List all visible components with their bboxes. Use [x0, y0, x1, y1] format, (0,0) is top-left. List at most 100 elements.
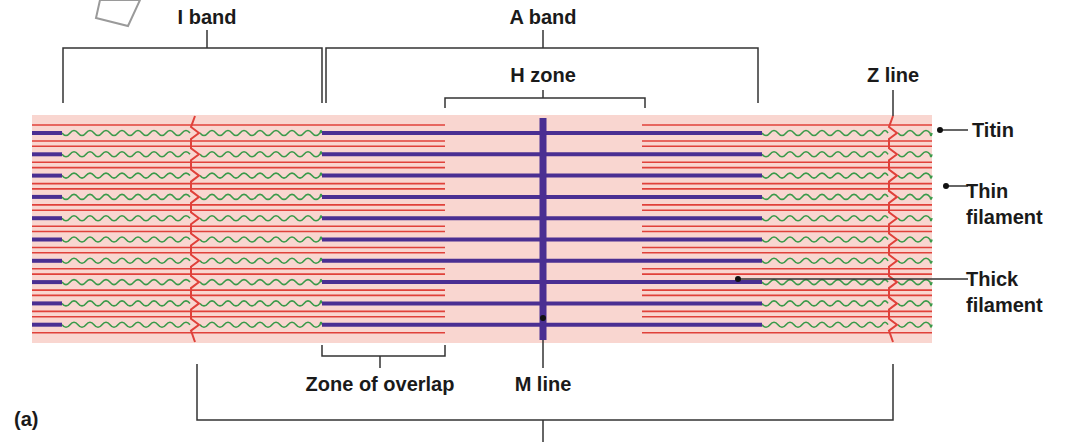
titin [62, 131, 190, 136]
thin-filament [642, 231, 893, 233]
thin-filament [195, 188, 445, 190]
titin [62, 322, 190, 327]
thin-filament [195, 140, 445, 142]
i-band-tick [206, 30, 208, 48]
pointer-shape [96, 0, 140, 26]
thin-filament [893, 273, 932, 275]
titin [898, 280, 932, 285]
titin [898, 237, 932, 242]
thick-filament [32, 216, 62, 220]
titin [62, 280, 190, 285]
leader-dot [943, 183, 949, 189]
part-label: Thick filament [966, 266, 1076, 318]
thin-filament [893, 316, 932, 318]
filaments [32, 116, 932, 342]
leader-dots [540, 127, 949, 321]
sarcomere-bracket [197, 364, 893, 420]
thin-filament [893, 311, 932, 313]
thin-filament [32, 247, 195, 249]
thin-filament [195, 225, 445, 227]
titin [898, 258, 932, 263]
thin-filament [195, 183, 445, 185]
titin [200, 280, 322, 285]
thin-filament [195, 209, 445, 211]
thick-filament [32, 301, 62, 305]
thin-filament [642, 273, 893, 275]
thick-filament [32, 238, 62, 242]
thick-filament [32, 174, 62, 178]
band-label: A band [509, 4, 576, 30]
titin [200, 131, 322, 136]
thin-filament [32, 295, 195, 297]
thick-filament [32, 280, 62, 284]
titin [898, 216, 932, 221]
h-zone-bracket [445, 98, 645, 108]
titin [200, 216, 322, 221]
titin [200, 152, 322, 157]
titin [62, 258, 190, 263]
titin [200, 258, 322, 263]
thin-filament [893, 225, 932, 227]
titin [200, 173, 322, 178]
thin-filament [642, 188, 893, 190]
titin [762, 280, 888, 285]
titin [200, 194, 322, 199]
h-zone-tick [542, 90, 544, 98]
thin-filament [32, 332, 195, 334]
thin-filament [642, 289, 893, 291]
thin-filament [32, 231, 195, 233]
titin [898, 194, 932, 199]
thin-filament [195, 231, 445, 233]
thick-filament [32, 195, 62, 199]
titin [762, 152, 888, 157]
thin-filament [195, 268, 445, 270]
titin [762, 301, 888, 306]
zone-label: H zone [510, 62, 576, 88]
part-label: Z line [867, 62, 919, 88]
titin [898, 322, 932, 327]
thin-filament [642, 146, 893, 148]
thin-filament [642, 167, 893, 169]
sarcomere-tick [542, 420, 544, 442]
titin [762, 237, 888, 242]
thin-filament [893, 204, 932, 206]
thin-filament [195, 316, 445, 318]
thin-filament [642, 252, 893, 254]
thin-filament [642, 204, 893, 206]
band-label: I band [178, 4, 237, 30]
titin [762, 131, 888, 136]
titin [762, 216, 888, 221]
thin-filament [32, 252, 195, 254]
thin-filament [32, 146, 195, 148]
titin [62, 152, 190, 157]
thin-filament [893, 231, 932, 233]
thin-filament [32, 162, 195, 164]
thin-filament [195, 162, 445, 164]
zone-label: Zone of overlap [303, 371, 458, 397]
thin-filament [195, 273, 445, 275]
thin-filament [893, 188, 932, 190]
thin-filament [642, 316, 893, 318]
titin [62, 237, 190, 242]
thin-filament [32, 316, 195, 318]
thin-filament [893, 162, 932, 164]
thin-filament [893, 140, 932, 142]
thin-filament [893, 247, 932, 249]
thin-filament [642, 140, 893, 142]
sarcomere-ground [32, 115, 932, 343]
thin-filament [32, 311, 195, 313]
overlap-tick [379, 356, 381, 368]
thin-filament [893, 124, 932, 126]
thick-filament [32, 152, 62, 156]
z-line-leader [892, 90, 894, 116]
titin [762, 322, 888, 327]
brackets [63, 30, 968, 442]
thin-filament [195, 167, 445, 169]
i-band-bracket [63, 48, 322, 103]
titin [200, 301, 322, 306]
titin-leader [942, 129, 968, 131]
panel-letter: (a) [14, 406, 38, 432]
thin-filament [642, 268, 893, 270]
thin-filament [32, 209, 195, 211]
thin-filament [642, 124, 893, 126]
